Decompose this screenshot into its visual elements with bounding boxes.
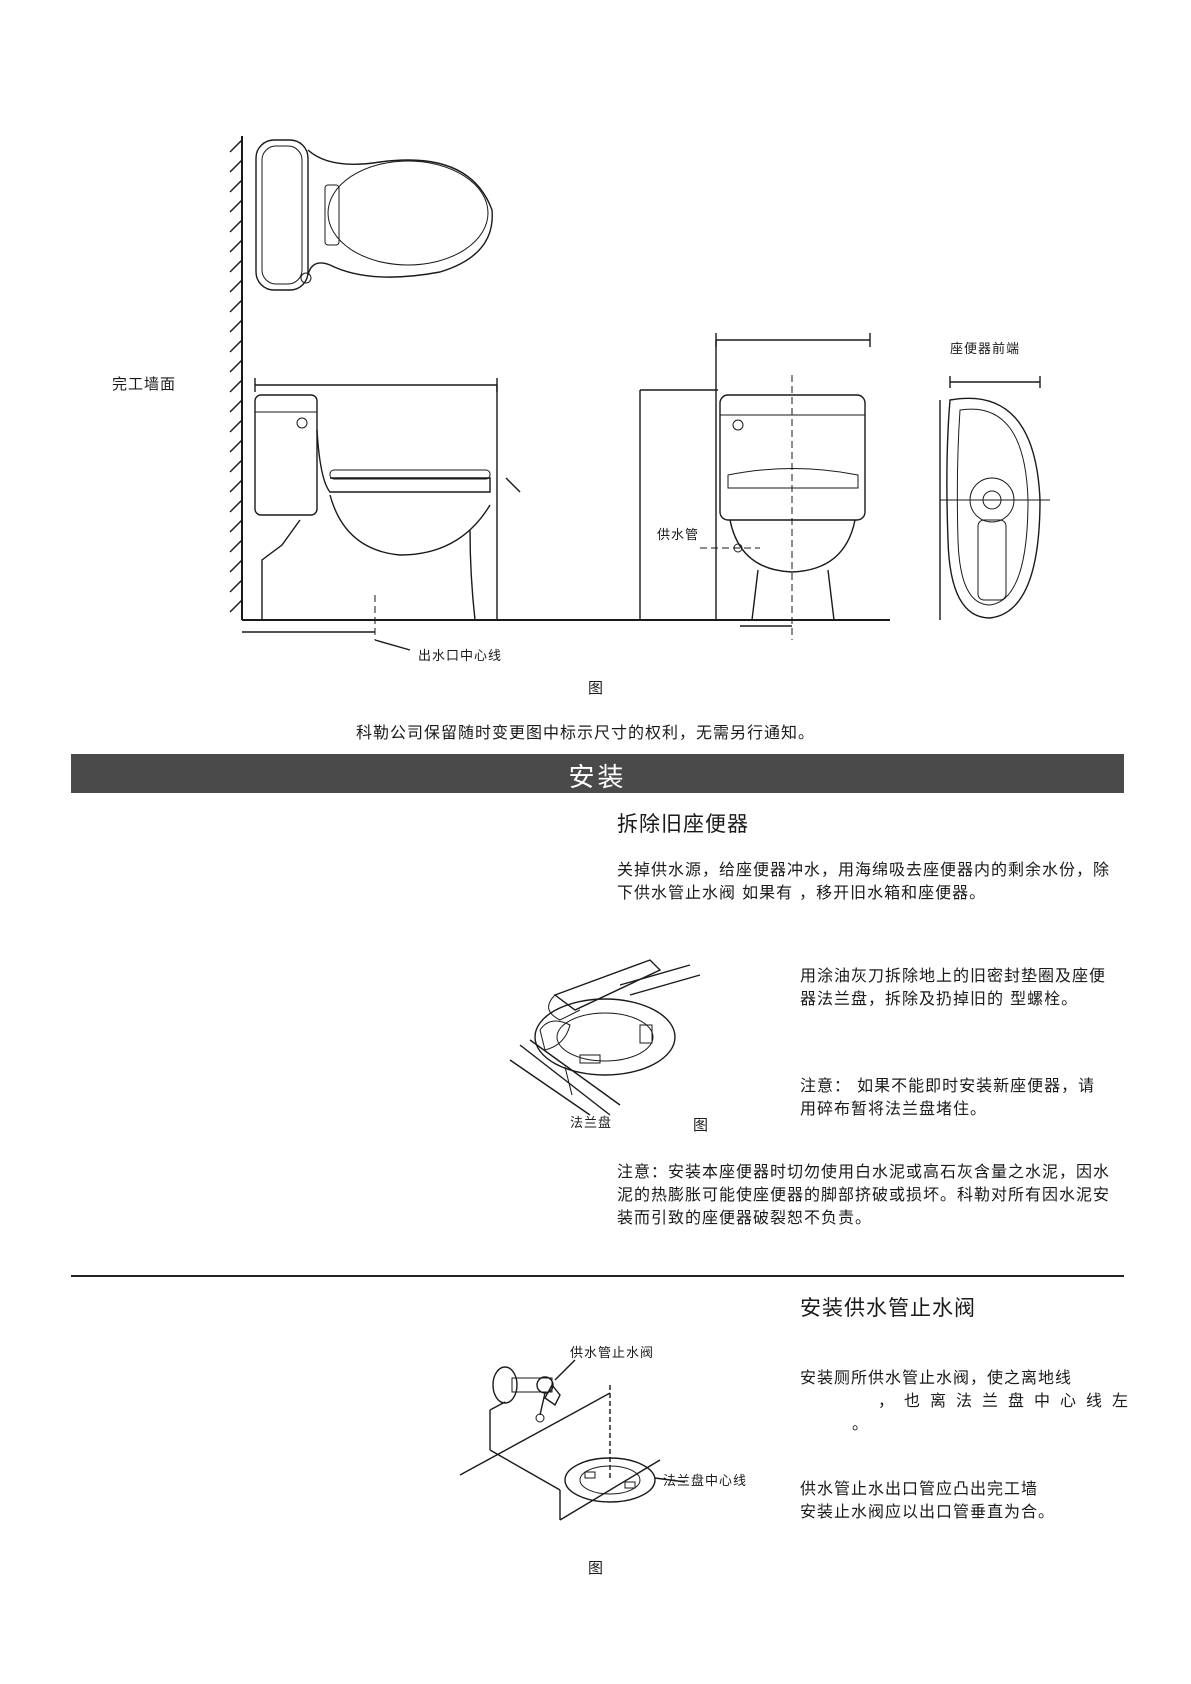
supply-valve-label: 供水管止水阀: [570, 1346, 655, 1361]
section-divider: [71, 1275, 1124, 1277]
toilet-footprint-view: [940, 397, 1050, 619]
install-valve-heading: 安装供水管止水阀: [800, 1296, 976, 1320]
install-valve-p1-line1: 安装厕所供水管止水阀，使之离地线: [800, 1368, 1073, 1387]
install-valve-p2-line1: 供水管止水出口管应凸出完工墙: [800, 1479, 1039, 1498]
toilet-top-view: [255, 139, 493, 291]
dimension-lines: [242, 333, 1041, 651]
outlet-centerline-label: 出水口中心线: [418, 649, 503, 664]
disclaimer: 科勒公司保留随时变更图中标示尺寸的权利，无需另行通知。: [356, 723, 816, 742]
finished-wall: [229, 136, 243, 620]
install-valve-p1-line2: ，也离法兰盘中心线左: [878, 1391, 1139, 1410]
flange-removal-illustration: [509, 959, 701, 1116]
flange-centerline-label: 法兰盘中心线: [663, 1474, 748, 1489]
toilet-side-view: [254, 394, 491, 640]
install-valve-p1-line3: 。: [852, 1414, 870, 1433]
remove-old-paragraph-2: 用涂油灰刀拆除地上的旧密封垫圈及座便器法兰盘，拆除及扔掉旧的 型螺栓。: [800, 966, 1107, 1008]
figure-caption-top: 图: [588, 679, 604, 697]
remove-old-note-2: 注意：安装本座便器时切勿使用白水泥或高石灰含量之水泥，因水泥的热膨胀可能使座便器…: [617, 1162, 1111, 1227]
remove-old-note-1: 注意： 如果不能即时安装新座便器，请用碎布暂将法兰盘堵住。: [800, 1076, 1096, 1118]
section-banner: 安装: [71, 754, 1124, 793]
figure-caption-valve: 图: [588, 1559, 604, 1577]
supply-pipe-label: 供水管: [657, 528, 700, 543]
toilet-dimension-drawing: [229, 136, 1050, 651]
figure-caption-flange: 图: [693, 1116, 709, 1134]
flange-label: 法兰盘: [570, 1116, 613, 1131]
install-valve-p2-line2: 安装止水阀应以出口管垂直为合。: [800, 1502, 1056, 1521]
finished-wall-label: 完工墙面: [112, 375, 177, 393]
remove-old-paragraph-1: 关掉供水源，给座便器冲水，用海绵吸去座便器内的剩余水份，除下供水管止水阀 如果有…: [617, 860, 1111, 902]
remove-old-heading: 拆除旧座便器: [617, 812, 749, 836]
supply-valve-illustration: [459, 1359, 686, 1521]
section-title: 安装: [568, 763, 627, 793]
toilet-front-view: [700, 375, 866, 640]
seat-front-label: 座便器前端: [950, 342, 1021, 357]
